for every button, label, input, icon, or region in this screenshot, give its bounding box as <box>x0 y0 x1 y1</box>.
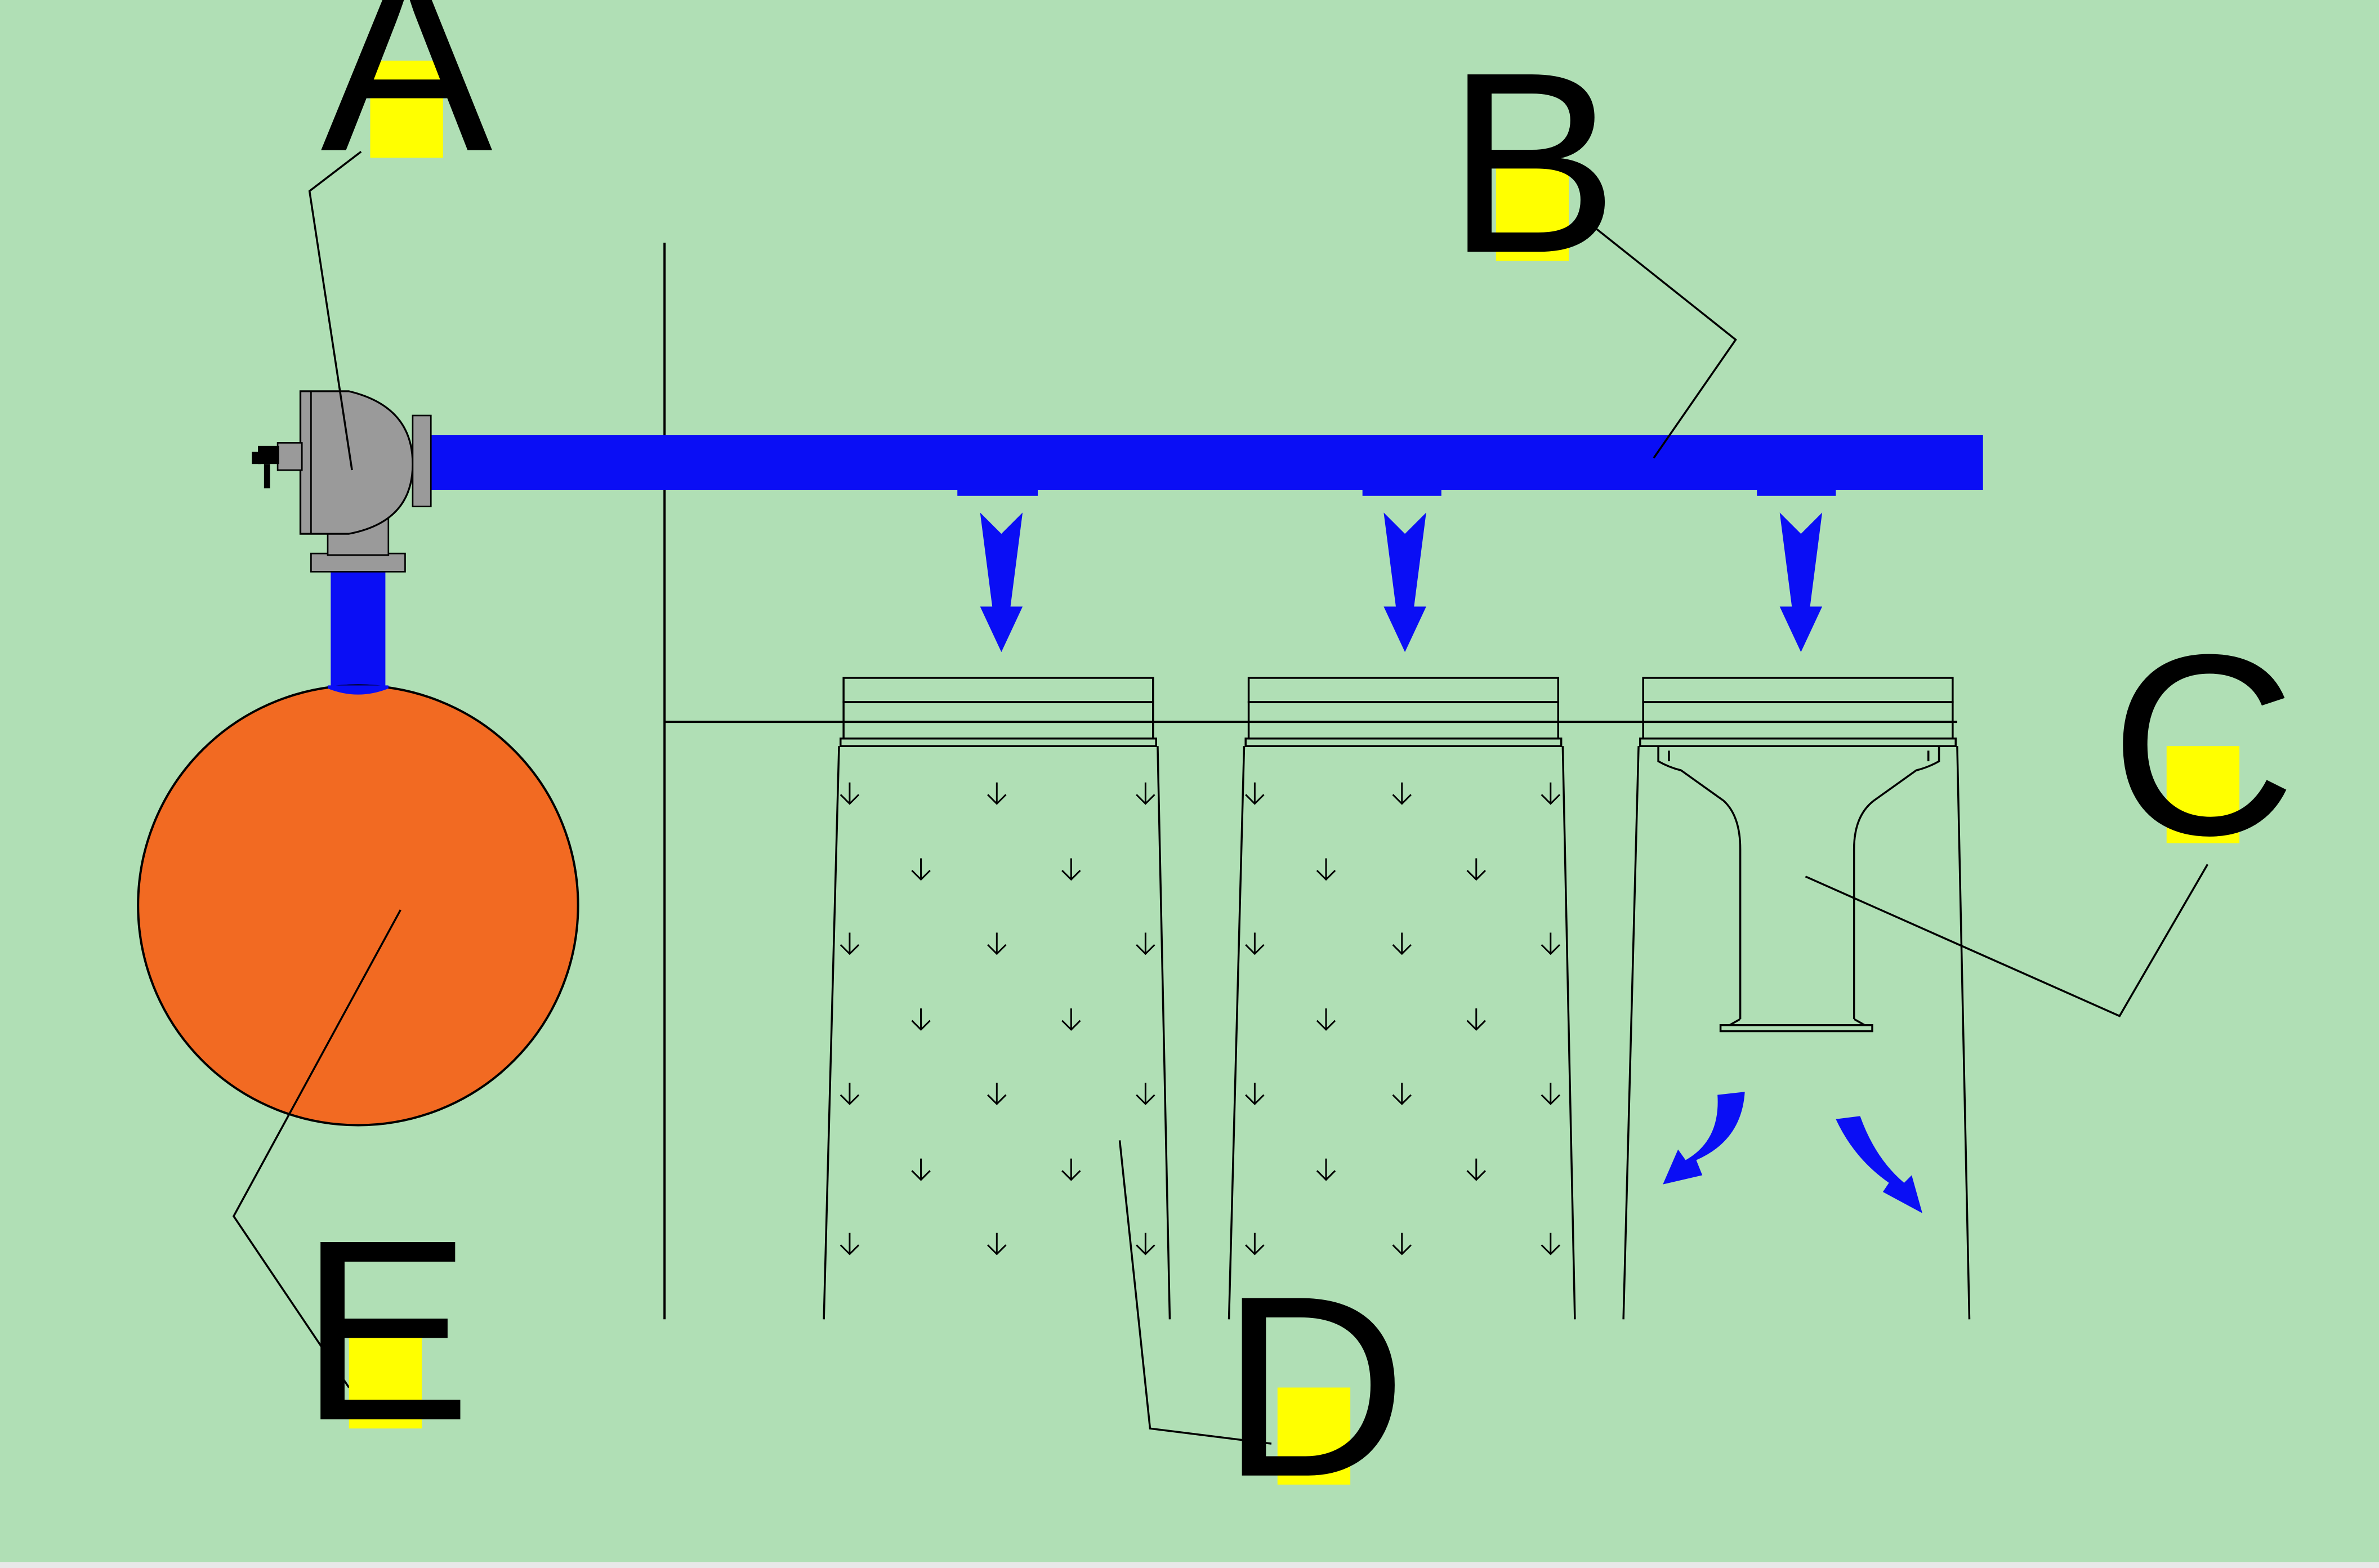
pipe-outlet-2 <box>1362 485 1441 496</box>
spray-arrow-icon <box>1245 932 1265 955</box>
diffuser-nozzle <box>1657 746 1940 1033</box>
spray-arrow-icon <box>1466 1008 1486 1031</box>
spray-arrow-icon <box>1061 858 1081 881</box>
vertical-pipe <box>331 570 386 692</box>
spray-arrow-icon <box>1245 782 1265 805</box>
spray-arrow-icon <box>1136 932 1155 955</box>
spray-arrow-icon <box>1392 782 1412 805</box>
spray-arrow-icon <box>911 1008 931 1031</box>
spray-arrow-icon <box>1316 858 1336 881</box>
spray-arrow-icon <box>1392 1083 1412 1105</box>
spray-arrow-icon <box>840 1232 860 1256</box>
label-c: C <box>2110 601 2296 889</box>
discharge-arrow-right <box>1836 1116 1922 1213</box>
arrow-down-icon <box>1383 512 1426 653</box>
spray-arrow-icon <box>840 782 860 805</box>
label-d: D <box>1221 1243 1407 1531</box>
spray-arrow-icon <box>1541 1232 1561 1256</box>
spray-arrow-icon <box>1245 1232 1265 1256</box>
spray-arrow-icon <box>840 1083 860 1105</box>
spray-arrow-icon <box>987 1083 1007 1105</box>
spray-arrow-icon <box>1136 1232 1155 1256</box>
spray-arrow-icon <box>1541 782 1561 805</box>
spray-arrow-icon <box>987 932 1007 955</box>
label-d-text: D <box>1221 1243 1407 1531</box>
spray-arrow-icon <box>1466 858 1486 881</box>
spray-arrow-icon <box>987 1232 1007 1256</box>
leader-line-a <box>308 150 362 471</box>
spray-arrow-icon <box>1136 1083 1155 1105</box>
spray-arrow-icon <box>987 782 1007 805</box>
label-a-text: A <box>320 0 494 206</box>
arrow-down-icon <box>1779 512 1823 653</box>
leader-line-e <box>232 909 401 1388</box>
discharge-arrow-left <box>1663 1092 1745 1185</box>
tank-neck <box>328 685 389 695</box>
label-b-text: B <box>1447 19 1619 307</box>
spray-arrow-icon <box>1541 932 1561 955</box>
pipe-outlet-3 <box>1757 485 1836 496</box>
spray-arrow-icon <box>1136 782 1155 805</box>
label-b: B <box>1447 19 1619 307</box>
spray-arrow-icon <box>911 858 931 881</box>
leader-line-c <box>1805 864 2209 1017</box>
spray-arrow-icon <box>840 932 860 955</box>
spray-arrow-icon <box>1061 1158 1081 1181</box>
header-pipe <box>431 435 1983 490</box>
tank-icon <box>137 684 579 1127</box>
pipe-outlet-1 <box>957 485 1038 496</box>
spray-arrow-icon <box>1316 1008 1336 1031</box>
leader-line-d <box>1118 1140 1272 1445</box>
spray-arrow-icon <box>1061 1008 1081 1031</box>
spray-arrow-icon <box>911 1158 931 1181</box>
spray-arrow-icon <box>1392 1232 1412 1256</box>
unit-1 <box>823 677 1171 1320</box>
unit-2 <box>1228 677 1576 1320</box>
leader-line-b <box>1586 220 1737 459</box>
valve-icon <box>252 390 432 573</box>
spray-arrow-icon <box>1541 1083 1561 1105</box>
spray-arrow-icon <box>1245 1083 1265 1105</box>
unit-3 <box>1622 677 1971 1320</box>
label-a: A <box>320 0 494 206</box>
bottom-edge <box>0 1562 2379 1568</box>
label-c-text: C <box>2110 601 2296 889</box>
spray-arrow-icon <box>1466 1158 1486 1181</box>
label-e: E <box>300 1186 472 1475</box>
arrow-down-icon <box>980 512 1023 653</box>
spray-arrow-icon <box>1392 932 1412 955</box>
spray-arrow-icon <box>1316 1158 1336 1181</box>
label-e-text: E <box>300 1186 472 1475</box>
